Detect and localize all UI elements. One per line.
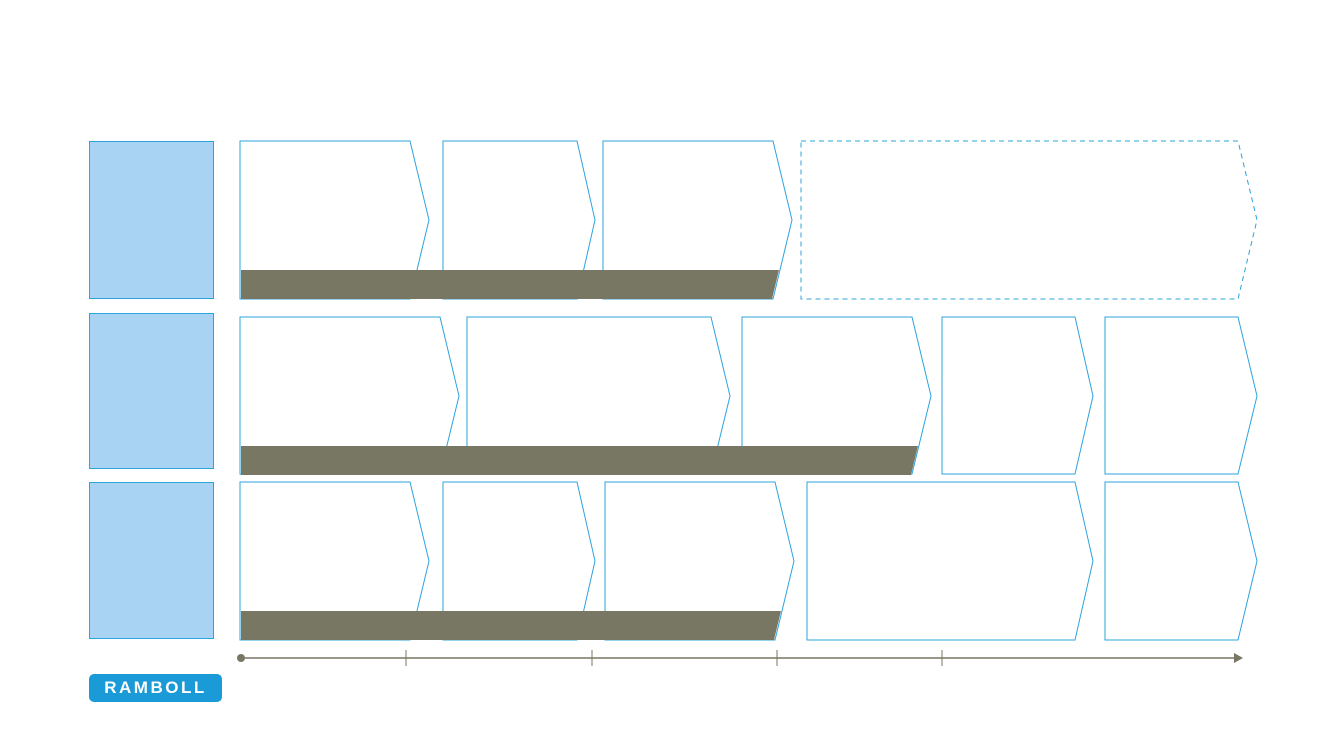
ramboll-logo: RAMBOLL bbox=[89, 674, 222, 702]
chevron-step-planned bbox=[800, 140, 1258, 300]
row-2 bbox=[239, 316, 1258, 475]
chevron-step bbox=[239, 316, 460, 475]
progress-bar bbox=[241, 270, 779, 299]
row-label-3 bbox=[89, 482, 214, 639]
row-label-2 bbox=[89, 313, 214, 469]
row-3 bbox=[239, 481, 1258, 641]
row-label-1 bbox=[89, 141, 214, 299]
timeline bbox=[237, 650, 1243, 666]
chevron-step bbox=[806, 481, 1094, 641]
progress-bar bbox=[241, 446, 918, 475]
chevron-step bbox=[239, 481, 430, 641]
timeline-start-dot bbox=[237, 654, 245, 662]
chevron-step bbox=[1104, 316, 1258, 475]
timeline-arrowhead bbox=[1234, 653, 1243, 663]
chevron-step bbox=[239, 140, 430, 300]
chevron-step bbox=[941, 316, 1094, 475]
row-1 bbox=[239, 140, 1258, 300]
chevron-step bbox=[1104, 481, 1258, 641]
progress-bar bbox=[241, 611, 781, 640]
